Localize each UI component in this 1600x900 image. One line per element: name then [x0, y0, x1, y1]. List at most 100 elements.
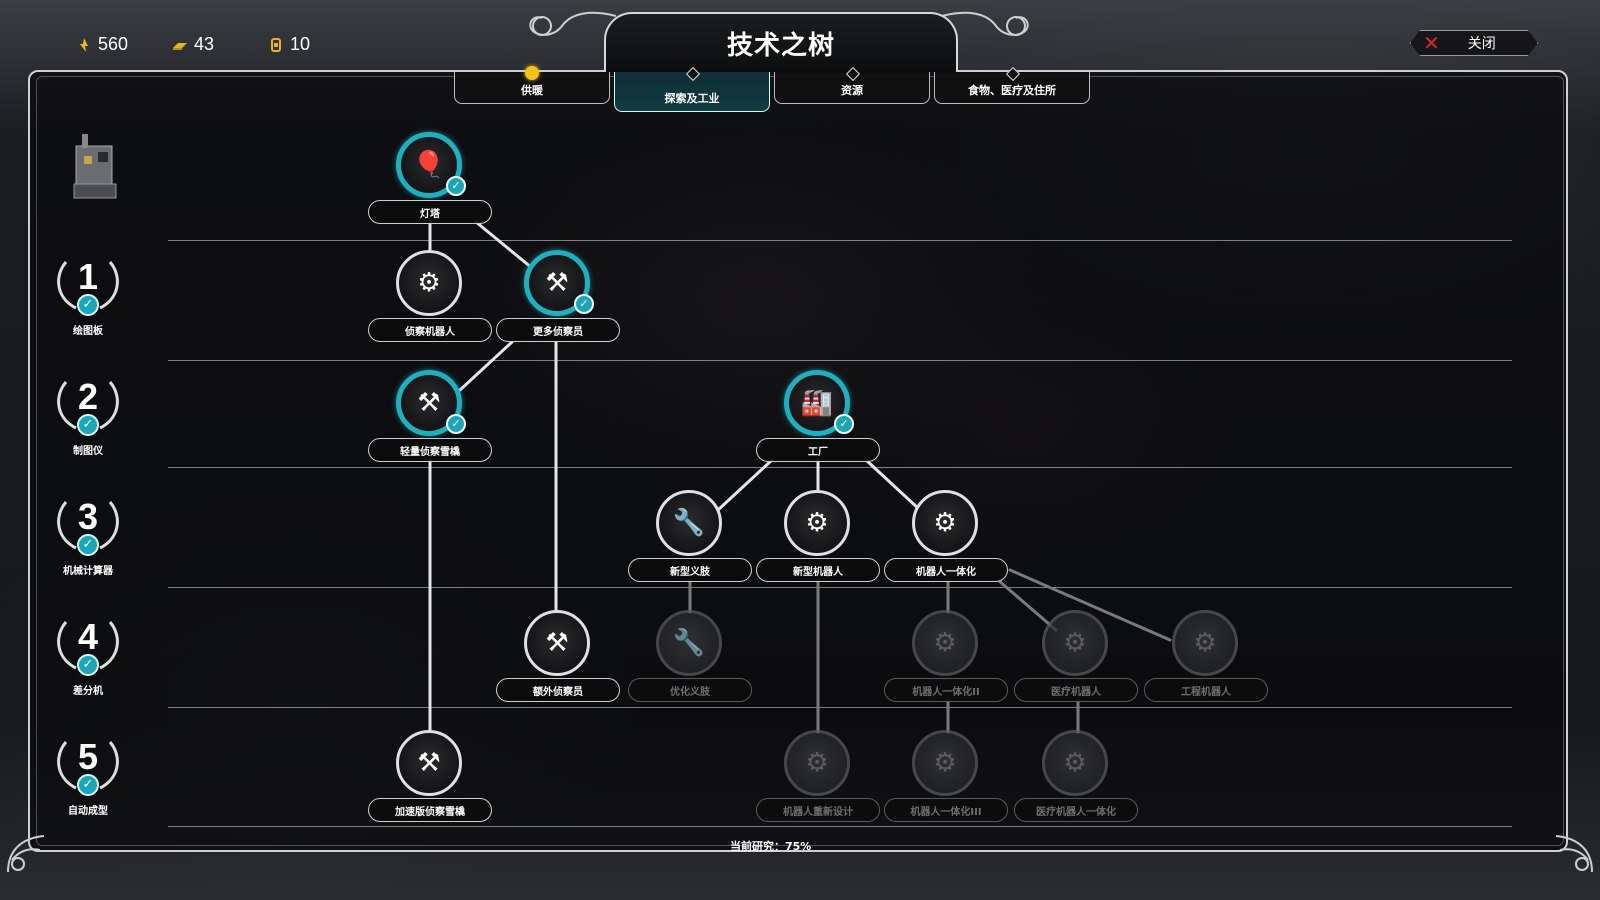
tech-node-label: 机器人一体化III: [884, 798, 1008, 822]
tech-node[interactable]: ⚒ ✓ 轻量侦察雪橇: [368, 370, 492, 470]
tech-node-label: 优化义肢: [628, 678, 752, 702]
tech-node-label: 加速版侦察雪橇: [368, 798, 492, 822]
resource-value: 10: [290, 34, 311, 54]
tech-node[interactable]: ⚒ 额外侦察员: [496, 610, 620, 710]
tech-node-label: 灯塔: [368, 200, 492, 224]
tier-label: 差分机: [73, 686, 103, 697]
tab-resources[interactable]: 资源: [774, 66, 930, 104]
tab-heating[interactable]: 供暖: [454, 66, 610, 104]
tier-label: 绘图板: [73, 326, 103, 337]
tech-node[interactable]: ⚒ 加速版侦察雪橇: [368, 730, 492, 830]
fast-sledge-icon: ⚒: [417, 748, 441, 778]
tech-node-label: 新型义肢: [628, 558, 752, 582]
tab-label: 探索及工业: [664, 92, 720, 105]
laurel-icon: [57, 501, 119, 550]
tech-node[interactable]: ⚒ ✓ 更多侦察员: [496, 250, 620, 350]
tech-node[interactable]: 🔧 新型义肢: [628, 490, 752, 590]
extra-scouts-icon: ⚒: [545, 628, 569, 658]
tech-node-ring: ⚙: [912, 490, 978, 556]
tech-node[interactable]: 🏭 ✓ 工厂: [756, 370, 880, 470]
factory-icon: 🏭: [800, 388, 834, 418]
tier-number: 4: [77, 616, 99, 657]
tier-3: 3 ✓ 机械计算器: [50, 496, 126, 577]
sledge-icon: ⚒: [417, 388, 441, 418]
automaton-icon: ⚙: [805, 748, 829, 778]
tab-food-health-shelter[interactable]: 食物、医疗及住所: [934, 66, 1090, 104]
tech-node[interactable]: ⚙ 机器人一体化: [884, 490, 1008, 590]
tech-node[interactable]: ⚙ 医疗机器人一体化: [1014, 730, 1138, 830]
medical-automaton-icon: ⚙: [1063, 748, 1087, 778]
resource-value: 43: [194, 34, 215, 54]
laurel-icon: [57, 261, 119, 310]
tier-label: 机械计算器: [63, 566, 113, 577]
tech-node[interactable]: ⚙ 侦察机器人: [368, 250, 492, 350]
tech-node-ring: ⚙: [1042, 610, 1108, 676]
tier-label: 制图仪: [73, 446, 103, 457]
tech-node-ring: ⚙: [784, 730, 850, 796]
tier-2: 2 ✓ 制图仪: [50, 376, 126, 457]
resource-steam-core: 10: [268, 34, 310, 55]
tech-node[interactable]: ⚙ 新型机器人: [756, 490, 880, 590]
tech-node-label: 医疗机器人一体化: [1014, 798, 1138, 822]
tech-node-label: 机器人一体化II: [884, 678, 1008, 702]
tech-node[interactable]: ⚙ 机器人一体化III: [884, 730, 1008, 830]
resource-steel: 43: [172, 34, 214, 55]
row-separator: [168, 360, 1512, 361]
tier-number: 1: [77, 256, 99, 297]
tech-node-label: 更多侦察员: [496, 318, 620, 342]
tier-number: 3: [77, 496, 99, 537]
steam-core-icon: [271, 37, 281, 52]
row-separator: [168, 467, 1512, 468]
corner-ornament-bottom-right: [1555, 835, 1593, 873]
integration-icon: ⚙: [933, 508, 957, 538]
tech-node[interactable]: ⚙ 医疗机器人: [1014, 610, 1138, 710]
check-icon: ✓: [77, 414, 99, 436]
medical-automaton-icon: ⚙: [1063, 628, 1087, 658]
tech-node[interactable]: ⚙ 机器人重新设计: [756, 730, 880, 830]
tab-exploration-industry[interactable]: 探索及工业: [614, 66, 770, 112]
tech-node-label: 额外侦察员: [496, 678, 620, 702]
resource-value: 560: [98, 34, 129, 54]
more-scouts-icon: ⚒: [545, 268, 569, 298]
sun-icon: [525, 66, 539, 80]
check-icon: ✓: [446, 176, 466, 196]
tech-node-ring: 🏭: [784, 370, 850, 436]
laurel-icon: [57, 381, 119, 430]
steel-icon: [173, 42, 187, 50]
check-icon: ✓: [77, 774, 99, 796]
tech-node[interactable]: 🔧 优化义肢: [628, 610, 752, 710]
prosthesis-icon: 🔧: [672, 508, 706, 538]
check-icon: ✓: [834, 414, 854, 434]
tab-label: 食物、医疗及住所: [968, 84, 1056, 97]
tech-node-label: 工程机器人: [1144, 678, 1268, 702]
title-plate: 技术之树: [604, 12, 958, 72]
tab-label: 供暖: [521, 84, 543, 97]
tech-node[interactable]: ⚙ 机器人一体化II: [884, 610, 1008, 710]
resource-heat: 560: [76, 34, 128, 55]
tier-4: 4 ✓ 差分机: [50, 616, 126, 697]
tech-node-label: 医疗机器人: [1014, 678, 1138, 702]
tech-node[interactable]: ⚙ 工程机器人: [1144, 610, 1268, 710]
automaton-icon: ⚙: [805, 508, 829, 538]
laurel-icon: [57, 741, 119, 790]
tech-node-ring: 🔧: [656, 610, 722, 676]
tech-node-ring: ⚙: [912, 610, 978, 676]
integration-icon: ⚙: [933, 748, 957, 778]
close-icon: ✕: [1423, 31, 1440, 55]
scout-automaton-icon: ⚙: [417, 268, 441, 298]
tech-node-ring: ⚒: [396, 730, 462, 796]
workshop-icon: [73, 134, 117, 199]
balloon-icon: 🎈: [412, 150, 446, 180]
current-research-status: 当前研究：75%: [730, 840, 812, 853]
close-label: 关闭: [1467, 36, 1496, 52]
tech-node[interactable]: 🎈 ✓ 灯塔: [368, 132, 492, 232]
prosthesis-icon: 🔧: [672, 628, 706, 658]
integration-icon: ⚙: [933, 628, 957, 658]
close-button[interactable]: ✕ 关闭: [1410, 30, 1538, 56]
check-icon: ✓: [77, 654, 99, 676]
corner-ornament-bottom-left: [7, 835, 45, 873]
tier-number: 2: [77, 376, 99, 417]
tech-node-label: 新型机器人: [756, 558, 880, 582]
heat-icon: [80, 37, 88, 52]
